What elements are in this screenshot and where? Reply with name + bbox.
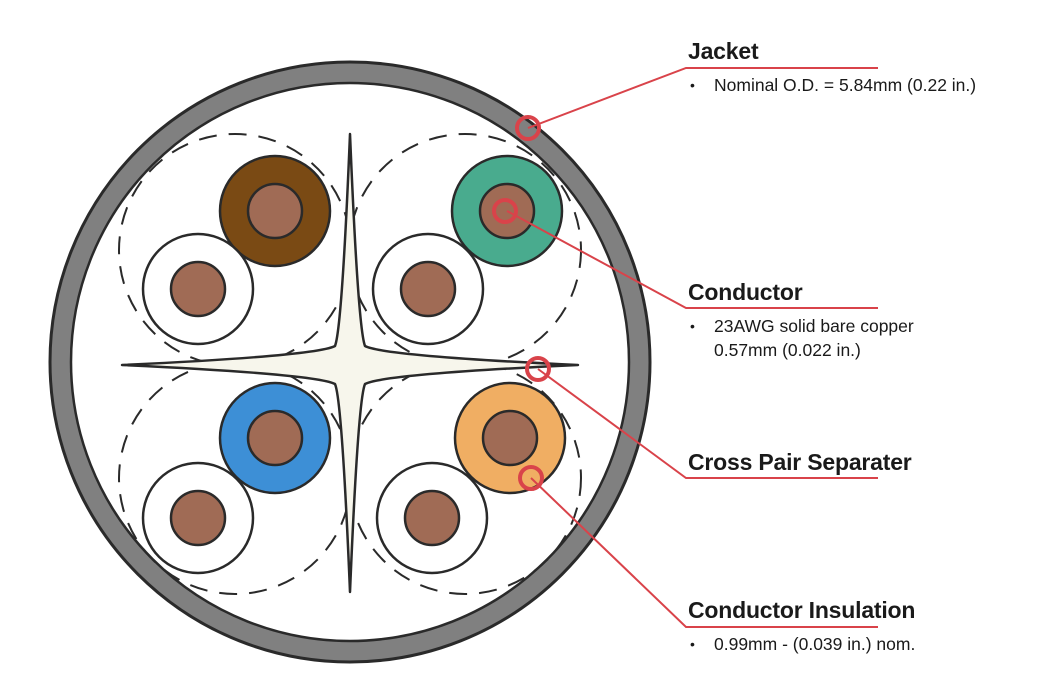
separator-callout: Cross Pair Separater [688, 449, 912, 475]
jacket-spec-text: Nominal O.D. = 5.84mm (0.22 in.) [714, 75, 977, 95]
jacket-spec-item: • Nominal O.D. = 5.84mm (0.22 in.) [688, 73, 976, 97]
insulation-callout: Conductor Insulation • 0.99mm - (0.039 i… [688, 597, 915, 656]
orange-white-conductor [403, 489, 461, 547]
jacket-marker [515, 115, 541, 141]
orange-conductor [481, 409, 539, 467]
insulation-marker [518, 465, 544, 491]
separator-leader-line [537, 368, 878, 479]
blue-white-conductor [169, 489, 227, 547]
brown-white-conductor [169, 260, 227, 318]
pair-orange [375, 381, 567, 575]
conductor-marker [492, 198, 518, 224]
green-white-conductor [399, 260, 457, 318]
blue-conductor [246, 409, 304, 467]
conductor-callout: Conductor • 23AWG solid bare copper 0.57… [688, 279, 914, 362]
insulation-title: Conductor Insulation [688, 597, 916, 623]
conductor-spec-list: • 23AWG solid bare copper 0.57mm (0.022 … [688, 314, 914, 362]
conductor-spec-line-1: 23AWG solid bare copper [714, 316, 914, 336]
callout-leaders [506, 67, 878, 628]
brown-conductor [246, 182, 304, 240]
conductor-title: Conductor [688, 279, 803, 305]
insulation-leader-line [530, 477, 878, 628]
insulation-spec-item: • 0.99mm - (0.039 in.) nom. [688, 632, 915, 656]
pair-brown [141, 154, 332, 346]
jacket-leader-line [527, 67, 878, 129]
jacket-title: Jacket [688, 38, 759, 64]
conductor-spec-line-2: 0.57mm (0.022 in.) [714, 340, 861, 360]
jacket-callout: Jacket • Nominal O.D. = 5.84mm (0.22 in.… [688, 38, 976, 97]
insulation-spec-list: • 0.99mm - (0.039 in.) nom. [688, 632, 915, 656]
separator-marker [525, 356, 551, 382]
jacket-spec-list: • Nominal O.D. = 5.84mm (0.22 in.) [688, 73, 976, 97]
callout-markers [492, 115, 551, 491]
conductor-leader-line [506, 210, 878, 309]
pair-blue [141, 381, 332, 575]
bullet: • [690, 318, 695, 334]
bullet: • [690, 77, 695, 93]
separator-title: Cross Pair Separater [688, 449, 912, 475]
bullet: • [690, 636, 695, 652]
conductor-spec-item: • 23AWG solid bare copper 0.57mm (0.022 … [688, 314, 914, 362]
cross-pair-separator [120, 132, 580, 594]
insulation-spec-text: 0.99mm - (0.039 in.) nom. [714, 634, 916, 654]
